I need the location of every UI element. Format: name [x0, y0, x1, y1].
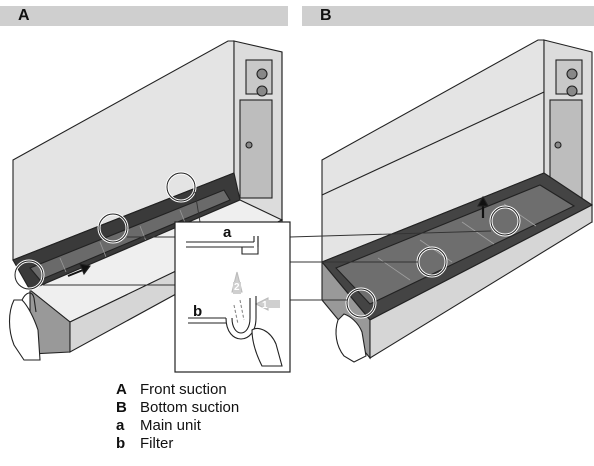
legend-text: Main unit — [140, 417, 201, 434]
unit-b — [321, 39, 594, 363]
step-1-number: 1 — [262, 300, 268, 311]
legend-item: B Bottom suction — [116, 399, 239, 417]
detail-label-b: b — [193, 303, 202, 320]
legend-key: B — [116, 399, 127, 416]
panel-b-label: B — [320, 7, 332, 24]
legend-key: A — [116, 381, 127, 398]
detail-inset — [174, 221, 291, 373]
legend-text: Bottom suction — [140, 399, 240, 416]
legend-text: Front suction — [140, 381, 227, 398]
panel-a-header: A — [0, 6, 288, 26]
legend-item: A Front suction — [116, 381, 239, 399]
panel-a-label: A — [18, 7, 30, 24]
legend-item: b Filter — [116, 435, 239, 453]
legend-key: b — [116, 435, 126, 452]
legend-item: a Main unit — [116, 417, 239, 435]
leader-lines — [43, 191, 492, 301]
detail-label-a: a — [223, 224, 232, 241]
legend-text: Filter — [140, 435, 174, 452]
legend-key: a — [116, 417, 125, 434]
step-2-number: 2 — [234, 282, 240, 293]
legend: A Front suction B Bottom suction a Main … — [116, 381, 239, 453]
panel-b-header: B — [302, 6, 594, 26]
